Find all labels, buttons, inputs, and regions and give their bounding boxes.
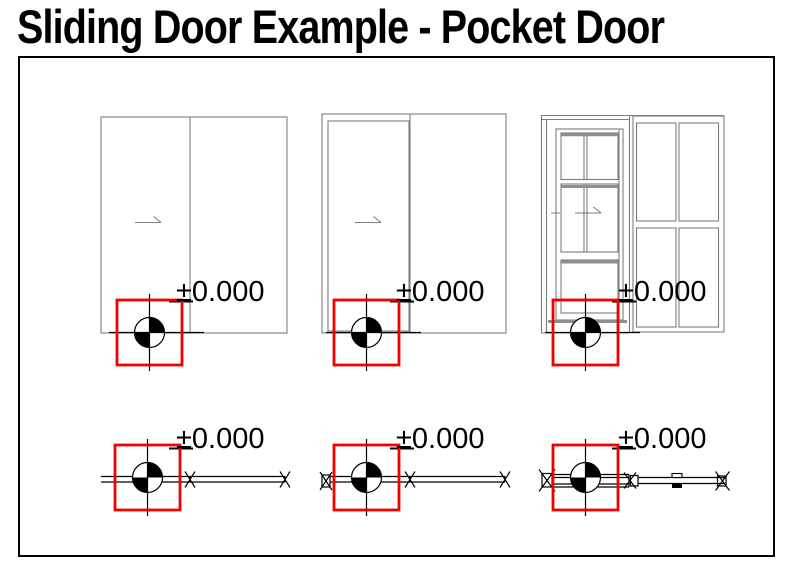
datum-quadrant — [570, 477, 586, 493]
marker-square — [332, 298, 401, 367]
origin-marker-elevation-1 — [109, 294, 204, 371]
door-handle-symbol — [671, 472, 683, 479]
panel-inset — [635, 227, 677, 328]
leaf-end-block — [629, 474, 639, 487]
page-title: Sliding Door Example - Pocket Door — [17, 0, 665, 53]
datum-quadrant — [585, 462, 601, 478]
origin-marker-elevation-2 — [326, 294, 421, 371]
door-handle-symbol — [672, 483, 682, 488]
hotspot-x-icon — [279, 471, 291, 488]
hotspot-x-icon — [715, 471, 730, 491]
origin-marker-plan-3 — [551, 439, 620, 516]
marker-square — [551, 443, 620, 512]
sliding-direction-arrow-icon — [551, 206, 602, 214]
glazing-mid-module — [560, 183, 619, 253]
bottom-panel — [560, 259, 619, 314]
marker-square — [551, 298, 620, 367]
hotspot-x-icon — [404, 471, 416, 488]
glazed-leaf-outline — [555, 128, 624, 321]
panel-inset — [635, 122, 677, 222]
level-annotation: ±0.000 — [618, 276, 707, 308]
hotspot-x-icon — [499, 471, 511, 488]
datum-quadrant — [134, 332, 150, 348]
pocket-end-cap — [321, 474, 331, 488]
panel-inset — [678, 227, 720, 328]
marker-square — [113, 443, 182, 512]
origin-marker-plan-2 — [332, 439, 401, 516]
datum-quadrant — [351, 332, 367, 348]
jamb-end-block — [716, 475, 727, 487]
marker-square — [332, 443, 401, 512]
sliding-direction-arrow-icon — [135, 216, 162, 224]
level-annotation: ±0.000 — [396, 276, 485, 308]
drawing-border — [18, 56, 775, 557]
level-annotation: ±0.000 — [176, 423, 265, 455]
datum-quadrant — [149, 317, 165, 333]
datum-quadrant — [585, 317, 601, 333]
datum-quadrant — [351, 477, 367, 493]
glazing-top-module — [560, 132, 619, 181]
plan-view-2 — [319, 471, 511, 491]
marker-square — [115, 298, 184, 367]
datum-quadrant — [366, 317, 382, 333]
origin-marker-plan-1 — [113, 439, 182, 516]
panel-inset — [678, 122, 720, 222]
origin-marker-elevation-3 — [545, 294, 640, 371]
datum-quadrant — [132, 477, 148, 493]
level-annotation: ±0.000 — [396, 423, 485, 455]
plan-view-1 — [101, 471, 291, 488]
fixed-panel-section — [632, 115, 725, 333]
datum-quadrant — [570, 332, 586, 348]
datum-quadrant — [366, 462, 382, 478]
hotspot-x-icon — [184, 471, 196, 488]
datum-quadrant — [147, 462, 163, 478]
plan-view-3 — [538, 469, 730, 492]
sliding-direction-arrow-icon — [355, 216, 382, 224]
level-annotation: ±0.000 — [176, 276, 265, 308]
level-annotation: ±0.000 — [618, 423, 707, 455]
hotspot-x-icon — [319, 471, 333, 491]
